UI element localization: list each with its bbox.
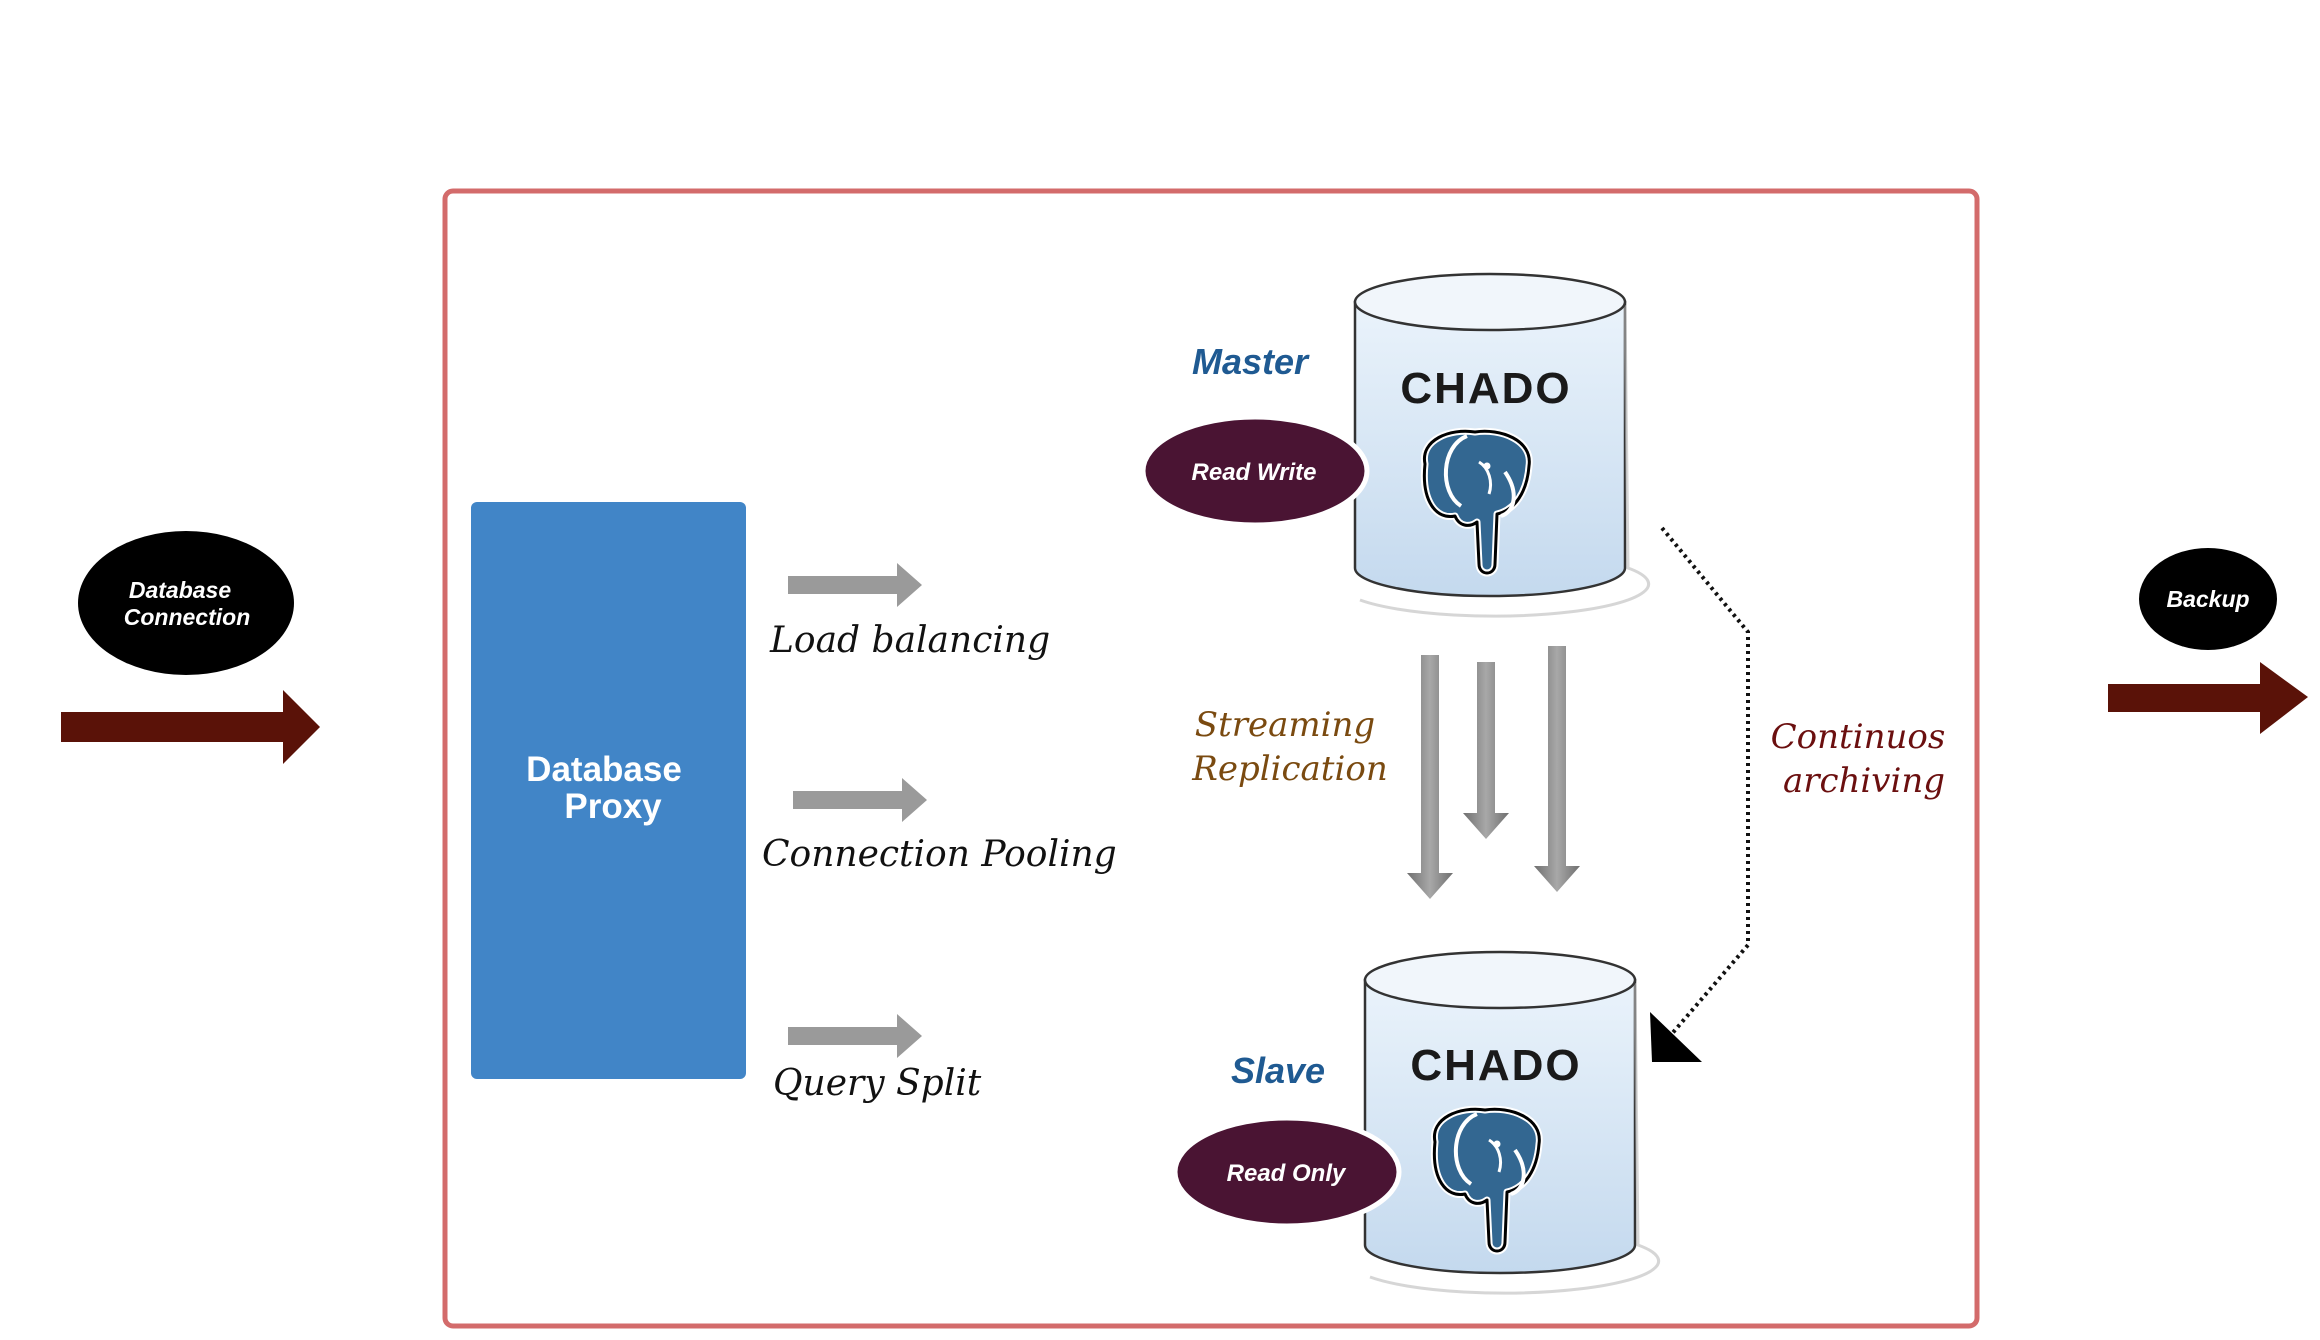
archiving-arrowhead	[1650, 1012, 1702, 1062]
input-arrow	[61, 690, 320, 764]
right-arrow-icon	[788, 563, 922, 607]
down-arrow-icon	[1463, 662, 1509, 839]
backup-label: Backup	[2166, 586, 2249, 612]
feature-label-load-balancing: Load balancing	[769, 620, 1050, 661]
down-arrow-icon	[1534, 646, 1580, 892]
down-arrow-icon	[1407, 655, 1453, 899]
feature-label-connection-pooling: Connection Pooling	[762, 834, 1117, 875]
replication-label-line1: Streaming	[1195, 705, 1375, 745]
input-label-line1: Database	[129, 577, 231, 603]
proxy-label-line1: Database	[526, 750, 682, 789]
proxy-label-line2: Proxy	[564, 787, 662, 826]
read-only-label: Read Only	[1227, 1160, 1347, 1187]
database-proxy-box	[471, 502, 746, 1079]
archiving-label-line1: Continuos	[1771, 717, 1946, 757]
read-write-label: Read Write	[1192, 459, 1317, 486]
input-label-line2: Connection	[124, 604, 251, 630]
read-only-badge	[1172, 1115, 1402, 1229]
backup-ellipse	[2139, 548, 2277, 650]
archiving-connector	[1660, 526, 1750, 1038]
system-frame	[442, 188, 1980, 1329]
slave-db-name: CHADO	[1410, 1041, 1581, 1090]
right-arrow-icon	[793, 778, 927, 822]
master-db-name: CHADO	[1400, 364, 1571, 413]
master-database: CHADO	[1353, 272, 1651, 618]
read-write-badge	[1140, 414, 1370, 528]
input-ellipse	[78, 531, 294, 675]
slave-database: CHADO	[1363, 950, 1661, 1295]
feature-label-query-split: Query Split	[773, 1063, 982, 1104]
right-arrow-icon	[788, 1014, 922, 1058]
archiving-label-line2: archiving	[1783, 761, 1945, 801]
master-role-label: Master	[1192, 341, 1310, 382]
slave-role-label: Slave	[1231, 1050, 1325, 1091]
output-arrow	[2108, 662, 2308, 734]
replication-label-line2: Replication	[1191, 749, 1387, 789]
